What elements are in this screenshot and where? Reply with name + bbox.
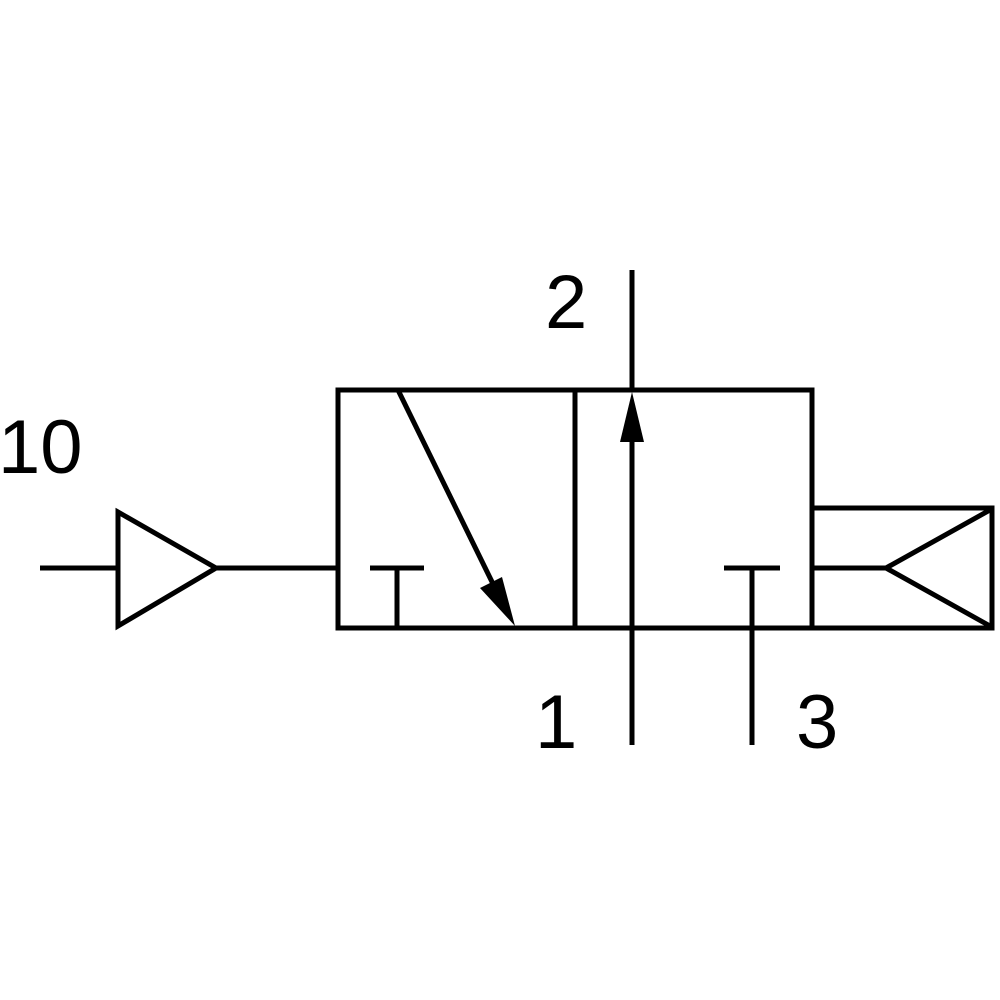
spring-icon (880, 507, 992, 629)
port-lines (629, 270, 755, 745)
pilot-port-label: 10 (0, 405, 83, 490)
spring-return (809, 505, 995, 631)
exhaust-port-label: 3 (796, 680, 838, 765)
right-position (620, 392, 780, 628)
diagonal-arrow-head-icon (480, 577, 515, 626)
supply-port-label: 1 (535, 680, 577, 765)
left-position (370, 388, 515, 628)
output-port-label: 2 (545, 260, 587, 345)
vertical-arrow-head-icon (620, 392, 644, 442)
pilot-triangle-icon (115, 507, 221, 631)
valve-body (335, 387, 815, 631)
pilot-control (40, 507, 338, 631)
diagonal-flow-line (395, 388, 499, 592)
